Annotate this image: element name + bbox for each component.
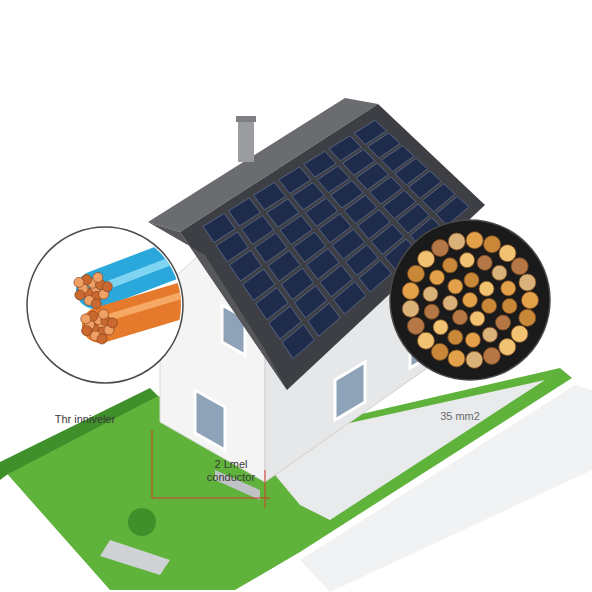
- conductor-strand: [448, 233, 465, 250]
- callout-label: 35 mm2: [430, 410, 490, 423]
- conductor-strand: [496, 315, 511, 330]
- conductor-strand: [499, 338, 516, 355]
- copper-strand: [82, 326, 92, 336]
- conductor-strand: [479, 281, 494, 296]
- conductor-strand: [511, 325, 528, 342]
- conductor-strand: [521, 292, 538, 309]
- copper-strand: [75, 290, 85, 300]
- conductor-strand: [465, 332, 480, 347]
- conductor-strand: [484, 236, 501, 253]
- conductor-strand: [466, 232, 483, 249]
- conductor-strand: [483, 347, 500, 364]
- conductor-strand: [482, 327, 497, 342]
- copper-strand: [81, 314, 91, 324]
- conductor-strand: [482, 298, 497, 313]
- conductor-strand: [466, 351, 483, 368]
- conductor-strand: [499, 245, 516, 262]
- conductor-strand: [470, 311, 485, 326]
- conductor-strand: [424, 304, 439, 319]
- copper-strand: [107, 318, 117, 328]
- conductor-strand: [463, 293, 478, 308]
- chimney: [238, 120, 254, 162]
- chimney-cap: [236, 116, 256, 122]
- cross-section-inset: [390, 220, 550, 380]
- leader-wire: [152, 430, 270, 498]
- conductor-strand: [511, 258, 528, 275]
- path-steps: [100, 540, 170, 575]
- solar-panel: [282, 325, 314, 359]
- bush: [128, 508, 156, 536]
- leader-wire: [265, 470, 266, 508]
- solar-panel: [333, 282, 365, 314]
- conductor-strand: [408, 265, 425, 282]
- hedge: [0, 388, 158, 480]
- conductor-strand: [423, 286, 438, 301]
- conductor-strand: [448, 330, 463, 345]
- conductor-strand: [433, 320, 448, 335]
- solar-panel: [359, 260, 392, 291]
- copper-strand: [91, 299, 101, 309]
- conductor-strand: [448, 350, 465, 367]
- conductor-strand: [431, 343, 448, 360]
- callout-label: 2 Lmel conductor: [200, 458, 262, 484]
- conductor-strand: [402, 282, 419, 299]
- conductor-strand: [429, 270, 444, 285]
- window: [335, 362, 365, 420]
- conductor-strand: [432, 239, 449, 256]
- copper-strand: [93, 272, 103, 282]
- copper-strand: [97, 334, 107, 344]
- conductor-strand: [402, 300, 419, 317]
- conductor-strand: [443, 258, 458, 273]
- window: [195, 390, 225, 450]
- conductor-strand: [519, 309, 536, 326]
- orange-highlight: [100, 290, 200, 320]
- conductor-strand: [519, 274, 536, 291]
- conductor-strand: [492, 265, 507, 280]
- conductor-strand: [448, 279, 463, 294]
- callout-label: Thr inniveler: [40, 413, 130, 426]
- conductor-strand: [418, 251, 435, 268]
- copper-strands: [74, 272, 117, 344]
- conductor-strand: [443, 295, 458, 310]
- conductor-strand: [460, 253, 475, 268]
- conductor-strand: [417, 332, 434, 349]
- conductor-cross-section: [402, 232, 538, 369]
- conductor-strand: [477, 255, 492, 270]
- cable-illustration: [74, 250, 200, 344]
- copper-strand: [99, 309, 109, 319]
- conductor-strand: [464, 273, 479, 288]
- copper-strand: [102, 282, 112, 292]
- copper-strand: [74, 277, 84, 287]
- conductor-strand: [502, 299, 517, 314]
- conductor-strand: [407, 317, 424, 334]
- conductor-strand: [452, 310, 467, 325]
- solar-panel: [308, 303, 340, 336]
- conductor-strand: [501, 281, 516, 296]
- roof-slope: [180, 104, 485, 390]
